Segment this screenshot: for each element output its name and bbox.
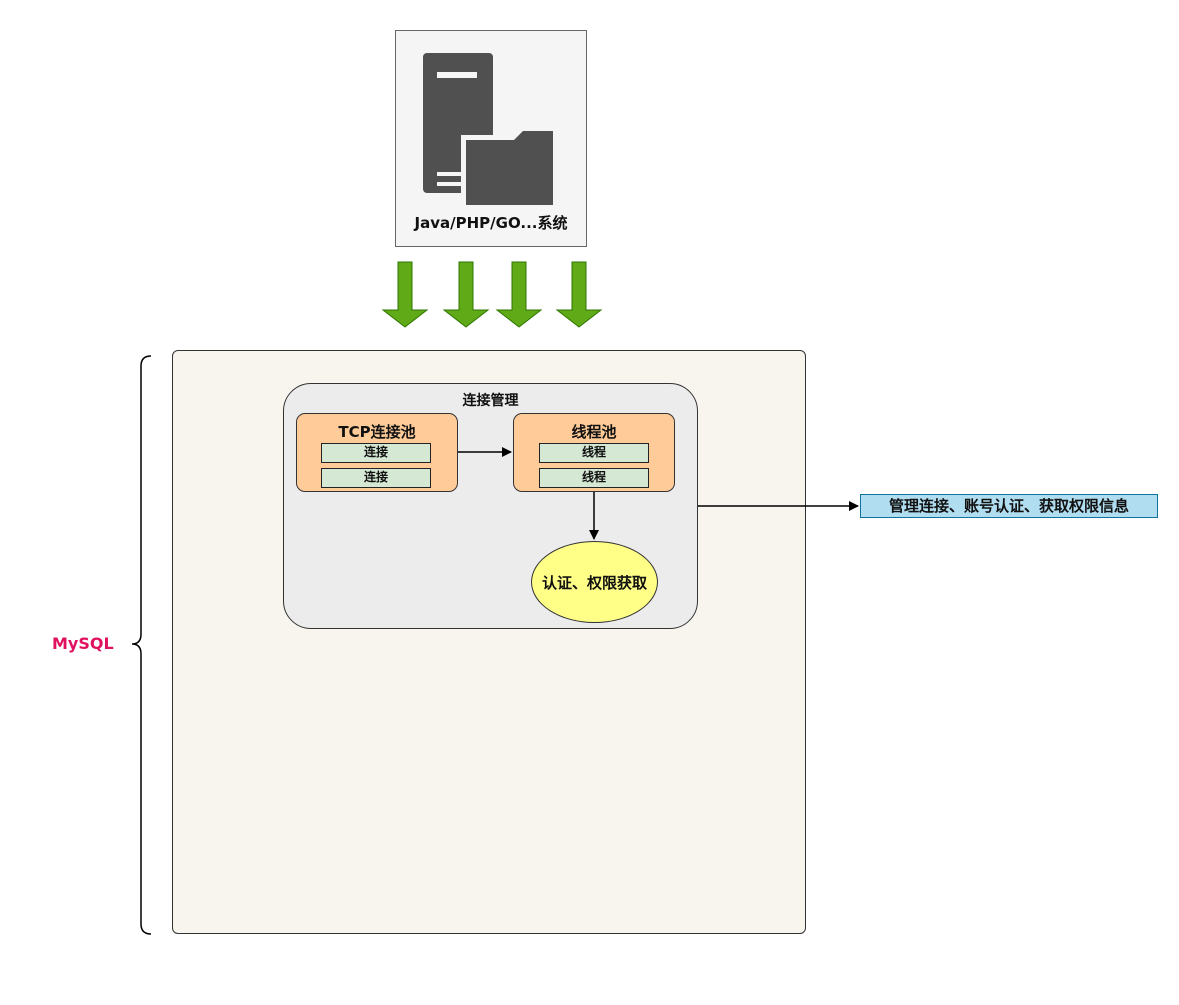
mysql-brace <box>131 355 152 935</box>
tcp-connection-item: 连接 <box>321 443 431 463</box>
thread-item: 线程 <box>539 468 649 488</box>
mysql-label: MySQL <box>52 634 114 653</box>
tcp-connection-item: 连接 <box>321 468 431 488</box>
request-arrows <box>381 261 603 328</box>
tcp-pool-title: TCP连接池 <box>338 423 416 441</box>
client-system-label: Java/PHP/GO...系统 <box>414 214 568 232</box>
annotation-label: 管理连接、账号认证、获取权限信息 <box>860 494 1158 518</box>
auth-label: 认证、权限获取 <box>541 573 647 592</box>
down-arrow-icon <box>555 261 603 328</box>
connection-management-title: 连接管理 <box>462 393 519 409</box>
down-arrow-icon <box>495 261 543 328</box>
thread-item: 线程 <box>539 443 649 463</box>
server-folder-icon <box>423 53 556 208</box>
thread-pool-title: 线程池 <box>571 423 617 441</box>
down-arrow-icon <box>381 261 429 328</box>
down-arrow-icon <box>442 261 490 328</box>
auth-ellipse: 认证、权限获取 <box>531 541 658 623</box>
